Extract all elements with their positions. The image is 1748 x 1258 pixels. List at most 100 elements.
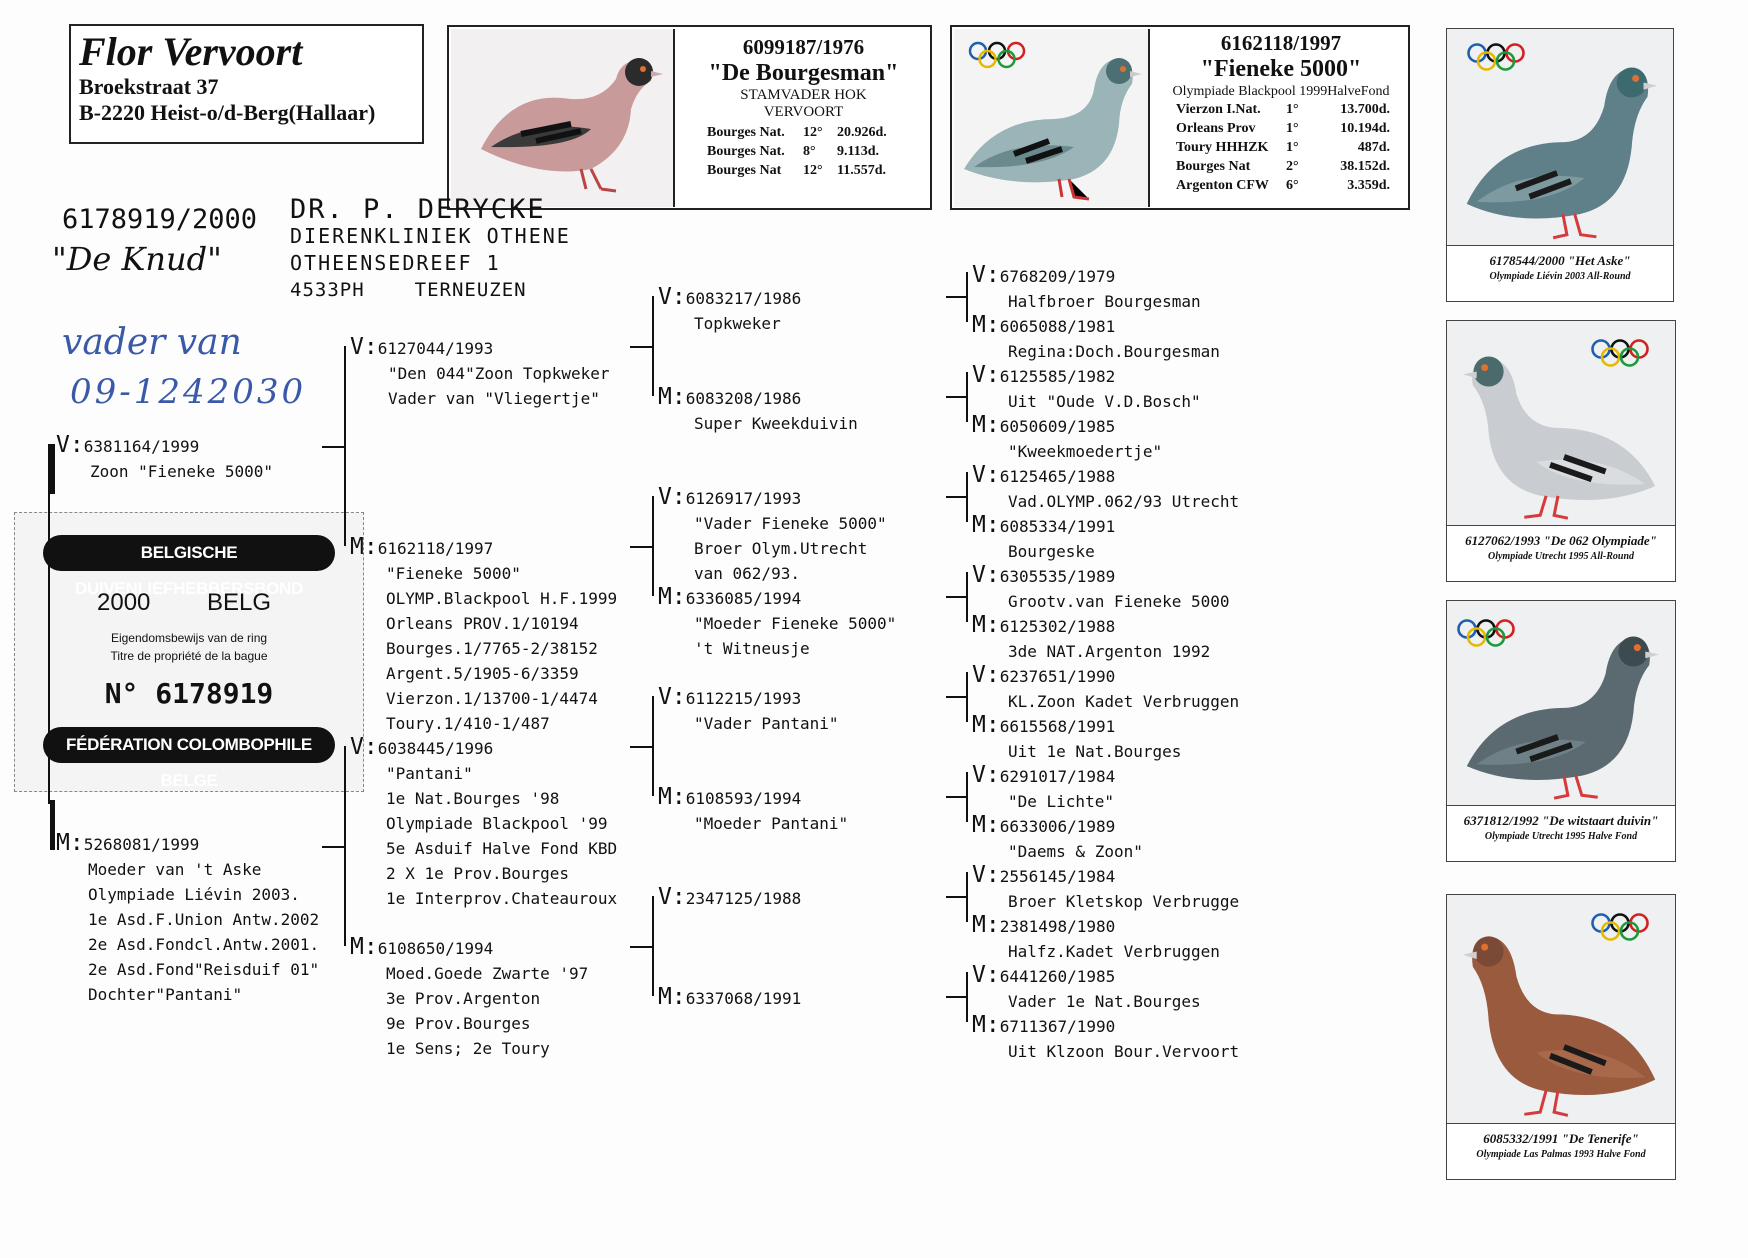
ring-number: 6711367/1990 <box>999 1017 1116 1036</box>
olympic-rings-icon <box>1467 43 1525 71</box>
ring-number: 6381164/1999 <box>83 437 200 456</box>
ring-number: 6085334/1991 <box>999 517 1116 536</box>
result-row: Vierzon I.Nat.1°13.700d. <box>1176 102 1390 117</box>
owner-name: Flor Vervoort <box>79 29 303 74</box>
photo-card-witstaart-duivin: 6371812/1992 "De witstaart duivin" Olympi… <box>1446 600 1676 862</box>
result-row: Bourges Nat.8°9.113d. <box>707 144 880 159</box>
ring-number: 6108650/1994 <box>377 939 494 958</box>
gen3-entry: M:6337068/1991 <box>658 984 802 1010</box>
header-fieneke: 6162118/1997 "Fieneke 5000" Olympiade Bl… <box>950 25 1410 210</box>
photo-card-tenerife: 6085332/1991 "De Tenerife" Olympiade Las … <box>1446 894 1676 1180</box>
olympic-rings-icon <box>1591 913 1649 941</box>
owner-city: B-2220 Heist-o/d-Berg(Hallaar) <box>79 100 376 125</box>
gen3-entry: M:6336085/1994 "Moeder Fieneke 5000" 't … <box>658 584 897 658</box>
ring-number: 6768209/1979 <box>999 267 1116 286</box>
result-row: Bourges Nat.12°20.926d. <box>707 125 887 140</box>
bourgesman-ring: 6099187/1976 <box>742 35 865 59</box>
pigeon-icon <box>451 29 673 207</box>
photo-subcaption: Olympiade Las Palmas 1993 Halve Fond <box>1476 1149 1646 1160</box>
bourgesman-line2: VERVOORT <box>763 104 844 120</box>
vet-clinic: DIERENKLINIEK OTHENE <box>290 224 571 248</box>
ring-number: 6336085/1994 <box>685 589 802 608</box>
olympic-rings-icon <box>1591 339 1649 367</box>
subject-ring: 6178919/2000 <box>62 204 258 235</box>
ring-number: 2381498/1980 <box>999 917 1116 936</box>
bourgesman-name: "De Bourgesman" <box>708 60 899 86</box>
photo-card-062-olympiade: 6127062/1993 "De 062 Olympiade" Olympiade… <box>1446 320 1676 582</box>
pigeon-icon <box>954 29 1148 207</box>
gen1-sire: V:6381164/1999 Zoon "Fieneke 5000" <box>56 432 274 481</box>
photo-fieneke <box>954 29 1150 207</box>
ring-number: 6125302/1988 <box>999 617 1116 636</box>
photo-caption: 6371812/1992 "De witstaart duivin" <box>1463 813 1659 828</box>
note-ring: 09-1242030 <box>70 372 307 412</box>
gen3-entry: V:6083217/1986 Topkweker <box>658 284 802 333</box>
ring-number: 6065088/1981 <box>999 317 1116 336</box>
ring-number: 6108593/1994 <box>685 789 802 808</box>
photo-subcaption: Olympiade Utrecht 1995 Halve Fond <box>1484 831 1638 842</box>
ring-number: 6083217/1986 <box>685 289 802 308</box>
ring-number: 6615568/1991 <box>999 717 1116 736</box>
ring-number: 6337068/1991 <box>685 989 802 1008</box>
gen4-entry: M:6633006/1989"Daems & Zoon" <box>972 812 1143 861</box>
gen3-entry: V:2347125/1988 <box>658 884 802 910</box>
ring-number: 6441260/1985 <box>999 967 1116 986</box>
gen2-entry: M:6162118/1997 "Fieneke 5000" OLYMP.Blac… <box>350 534 618 733</box>
photo-card-het-aske: 6178544/2000 "Het Aske" Olympiade Liévin … <box>1446 28 1674 302</box>
ring-ownership-card: BELGISCHE DUIVENLIEFHEBBERSBOND 2000 BEL… <box>14 512 364 792</box>
card-text-nl: Eigendomsbewijs van de ring <box>110 631 268 645</box>
card-text-fr: Titre de propriété de la bague <box>110 649 268 663</box>
ring-number: 6237651/1990 <box>999 667 1116 686</box>
gen2-entry: V:6127044/1993 "Den 044"Zoon Topkweker V… <box>350 334 610 408</box>
bourgesman-line1: STAMVADER HOK <box>740 87 867 103</box>
pigeon-icon <box>1447 895 1675 1123</box>
vet-postcode: 4533PH <box>290 279 365 301</box>
gen2-entry: V:6038445/1996 "Pantani" 1e Nat.Bourges … <box>350 734 618 908</box>
photo-subcaption: Olympiade Utrecht 1995 All-Round <box>1487 551 1635 562</box>
gen2-entry: M:6108650/1994 Moed.Goede Zwarte '97 3e … <box>350 934 589 1058</box>
photo-subcaption: Olympiade Liévin 2003 All-Round <box>1489 271 1631 282</box>
gen3-entry: V:6112215/1993 "Vader Pantani" <box>658 684 839 733</box>
owner-street: Broekstraat 37 <box>79 74 219 99</box>
ring-number: 6125465/1988 <box>999 467 1116 486</box>
header-bourgesman: 6099187/1976 "De Bourgesman" STAMVADER H… <box>447 25 932 210</box>
vet-street: OTHEENSEDREEF 1 <box>290 251 501 275</box>
gen3-entry: M:6108593/1994 "Moeder Pantani" <box>658 784 849 833</box>
gen4-entry: M:6050609/1985"Kweekmoedertje" <box>972 412 1163 461</box>
ring-number: 6127044/1993 <box>377 339 494 358</box>
photo-caption: 6127062/1993 "De 062 Olympiade" <box>1465 533 1657 548</box>
card-bottom-band: FÉDÉRATION COLOMBOPHILE BELGE <box>43 727 335 790</box>
photo-caption: 6085332/1991 "De Tenerife" <box>1483 1131 1639 1146</box>
ring-number: 6050609/1985 <box>999 417 1116 436</box>
photo-caption: 6178544/2000 "Het Aske" <box>1489 253 1631 268</box>
gen4-entry: V:6291017/1984"De Lichte" <box>972 762 1116 811</box>
card-country: BELG <box>207 589 272 616</box>
card-top-band: BELGISCHE DUIVENLIEFHEBBERSBOND <box>43 535 335 598</box>
pigeon-icon <box>1447 321 1675 525</box>
ring-number: 6305535/1989 <box>999 567 1116 586</box>
ring-number: 6291017/1984 <box>999 767 1116 786</box>
fieneke-line1: Olympiade Blackpool 1999HalveFond <box>1172 84 1390 99</box>
vet-stamp: DR. P. DERYCKE DIERENKLINIEK OTHENE OTHE… <box>290 196 571 304</box>
owner-box: Flor Vervoort Broekstraat 37 B-2220 Heis… <box>69 24 424 144</box>
ring-number: 6083208/1986 <box>685 389 802 408</box>
olympic-rings-icon <box>1457 619 1515 647</box>
ring-number: 2556145/1984 <box>999 867 1116 886</box>
note-vader-van: vader van <box>62 322 242 363</box>
pigeon-icon <box>1447 29 1673 245</box>
